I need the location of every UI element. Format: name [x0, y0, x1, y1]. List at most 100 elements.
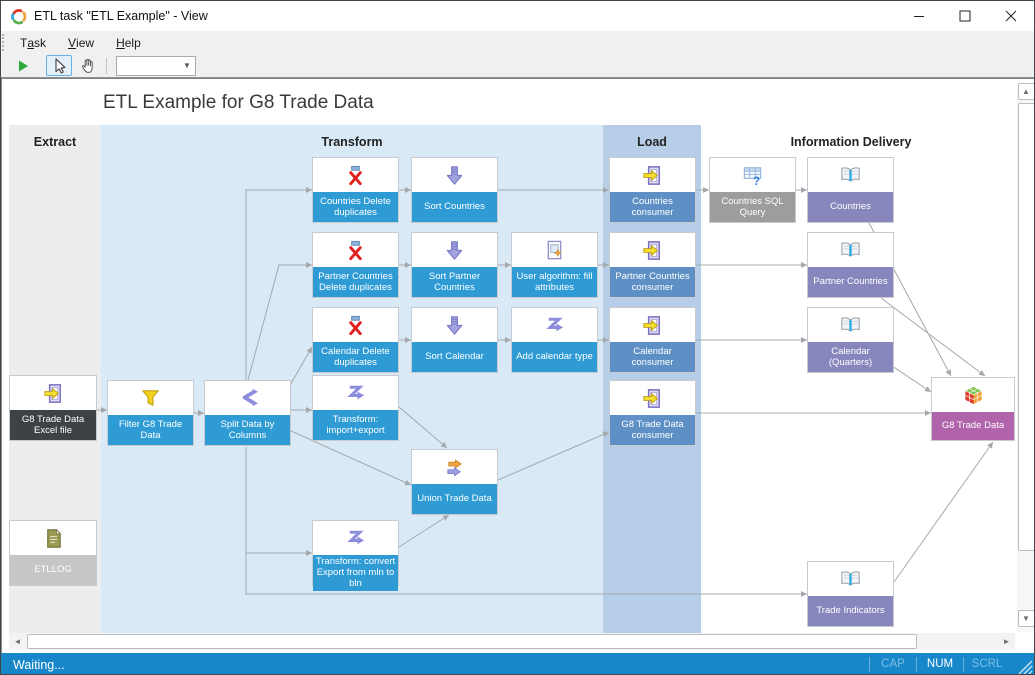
resize-grip-icon [1018, 660, 1033, 674]
book-icon [808, 158, 893, 192]
node-countries-consumer[interactable]: Countries consumer [609, 157, 696, 223]
node-label: G8 Trade Data consumer [610, 415, 695, 445]
node-excel-file[interactable]: G8 Trade Data Excel file [9, 375, 97, 441]
door-icon [610, 308, 695, 342]
node-label: Filter G8 Trade Data [108, 415, 193, 445]
vertical-scrollbar[interactable]: ▲ ▼ [1017, 83, 1034, 632]
node-user-algorithm[interactable]: User algorithm: fill attributes [511, 232, 598, 298]
node-trade-indicators[interactable]: Trade Indicators [807, 561, 894, 627]
node-g8-consumer[interactable]: G8 Trade Data consumer [609, 380, 696, 446]
cube-icon [932, 378, 1014, 412]
lane-header-delivery: Information Delivery [790, 135, 912, 149]
diagram-title: ETL Example for G8 Trade Data [103, 92, 374, 113]
door-icon [610, 158, 695, 192]
node-partner-countries[interactable]: Partner Countries [807, 232, 894, 298]
cursor-icon [54, 57, 66, 74]
node-label: Countries [808, 192, 893, 222]
diagram-canvas[interactable]: Extract Transform Load Information Delivery… [1, 78, 1034, 653]
node-label: Partner Countries Delete duplicates [313, 267, 398, 297]
node-calendar-consumer[interactable]: Calendar consumer [609, 307, 696, 373]
zigzag-icon [512, 308, 597, 342]
node-split[interactable]: Split Data by Columns [204, 380, 291, 446]
node-filter[interactable]: Filter G8 Trade Data [107, 380, 194, 446]
node-label: Sort Partner Countries [412, 267, 497, 297]
sort-icon [412, 158, 497, 192]
title-bar[interactable]: ETL task "ETL Example" - View [1, 1, 1034, 31]
resize-grip[interactable] [1010, 653, 1034, 674]
book-icon [808, 308, 893, 342]
node-label: Calendar (Quarters) [808, 342, 893, 372]
horizontal-scrollbar-thumb[interactable] [27, 633, 917, 649]
node-sort-partner[interactable]: Sort Partner Countries [411, 232, 498, 298]
pan-tool-button[interactable] [74, 55, 100, 76]
node-countries-delete[interactable]: Countries Delete duplicates [312, 157, 399, 223]
menu-grip[interactable] [2, 34, 8, 51]
node-label: User algorithm: fill attributes [512, 267, 597, 297]
horizontal-scrollbar[interactable]: ◄ ► [9, 633, 1015, 650]
toolbar-separator [106, 57, 107, 74]
node-label: Split Data by Columns [205, 415, 290, 445]
node-calendar-delete[interactable]: Calendar Delete duplicates [312, 307, 399, 373]
close-button[interactable] [988, 1, 1034, 31]
node-partner-consumer[interactable]: Partner Countries consumer [609, 232, 696, 298]
scroll-right-icon[interactable]: ► [1002, 637, 1011, 646]
scroll-down-icon[interactable]: ▼ [1017, 610, 1034, 627]
lane-header-extract: Extract [33, 135, 77, 149]
node-sort-calendar[interactable]: Sort Calendar [411, 307, 498, 373]
union-icon [412, 450, 497, 484]
play-icon [19, 60, 28, 71]
node-transform-impexp[interactable]: Transform: import+export [312, 375, 399, 441]
node-calendar-quarters[interactable]: Calendar (Quarters) [807, 307, 894, 373]
app-icon [11, 8, 27, 24]
useralgo-icon [512, 233, 597, 267]
node-etllog[interactable]: ETLLOG [9, 520, 97, 586]
node-sort-countries[interactable]: Sort Countries [411, 157, 498, 223]
maximize-icon [959, 10, 971, 22]
lane-header-transform: Transform [321, 135, 383, 149]
node-countries-sql[interactable]: Countries SQL Query [709, 157, 796, 223]
node-label: ETLLOG [10, 555, 96, 585]
book-icon [808, 233, 893, 267]
scroll-up-icon[interactable]: ▲ [1017, 83, 1034, 100]
sort-icon [412, 308, 497, 342]
node-label: Transform: convert Export from mln to bl… [313, 555, 398, 591]
node-g8-trade-data[interactable]: G8 Trade Data [931, 377, 1015, 441]
node-label: Partner Countries [808, 267, 893, 297]
node-label: Partner Countries consumer [610, 267, 695, 297]
node-countries[interactable]: Countries [807, 157, 894, 223]
funnel-icon [108, 381, 193, 415]
node-label: Add calendar type [512, 342, 597, 372]
door-icon [10, 376, 96, 410]
node-transform-convert[interactable]: Transform: convert Export from mln to bl… [312, 520, 399, 591]
close-icon [1005, 10, 1017, 22]
deldup-icon [313, 158, 398, 192]
zigzag-icon [313, 376, 398, 410]
lane-header-load: Load [637, 135, 667, 149]
deldup-icon [313, 233, 398, 267]
maximize-button[interactable] [942, 1, 988, 31]
node-label: Union Trade Data [412, 484, 497, 514]
zoom-combobox[interactable]: ▼ [116, 55, 196, 76]
chevron-down-icon[interactable]: ▼ [183, 61, 191, 70]
node-partner-delete[interactable]: Partner Countries Delete duplicates [312, 232, 399, 298]
node-label: G8 Trade Data [932, 412, 1014, 440]
select-tool-button[interactable] [46, 55, 72, 76]
sort-icon [412, 233, 497, 267]
window-title: ETL task "ETL Example" - View [34, 9, 208, 23]
minimize-button[interactable] [896, 1, 942, 31]
split-icon [205, 381, 290, 415]
vertical-scrollbar-thumb[interactable] [1017, 103, 1034, 551]
scroll-left-icon[interactable]: ◄ [13, 637, 22, 646]
node-label: Calendar consumer [610, 342, 695, 372]
run-button[interactable] [10, 55, 36, 76]
book-icon [808, 562, 893, 596]
node-add-calendar-type[interactable]: Add calendar type [511, 307, 598, 373]
node-union[interactable]: Union Trade Data [411, 449, 498, 515]
status-indicator-cap: CAP [869, 657, 916, 672]
